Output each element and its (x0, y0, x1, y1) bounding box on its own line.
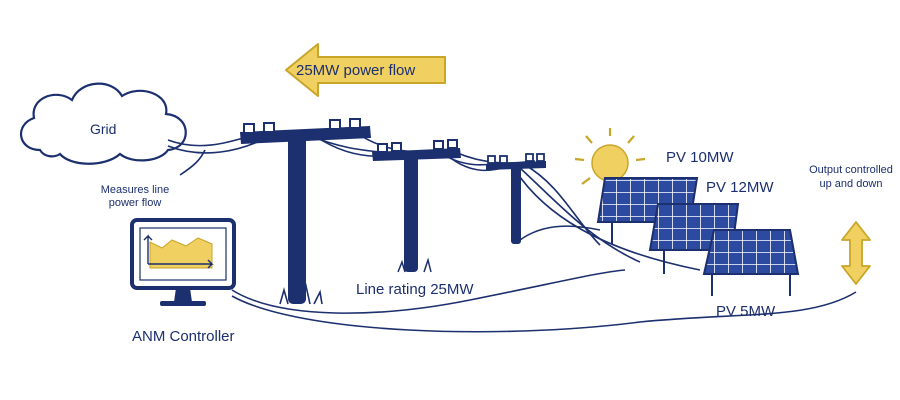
power-pole-icon (240, 118, 371, 305)
output-updown-arrow-icon (841, 221, 871, 285)
pv5-label: PV 5MW (716, 303, 776, 320)
hill-outline (519, 225, 601, 241)
grid-cloud-icon (19, 82, 187, 165)
anm-controller-label: ANM Controller (132, 328, 235, 345)
solar-panel-icon (702, 229, 800, 296)
power-pole-icon (372, 139, 461, 273)
output-label: Output controlled up and down (809, 164, 893, 190)
power-pole-icon (486, 153, 546, 244)
power-flow-label: 25MW power flow (296, 62, 416, 79)
pv10-label: PV 10MW (666, 149, 734, 166)
line-rating-label: Line rating 25MW (356, 281, 474, 298)
measures-label: Measures line power flow (100, 184, 170, 209)
pv12-label: PV 12MW (706, 179, 774, 196)
power-lines (167, 129, 857, 333)
power-flow-arrow-icon (285, 43, 446, 97)
grid-label: Grid (90, 121, 117, 137)
monitor-icon (130, 218, 236, 306)
sun-icon (574, 128, 646, 185)
